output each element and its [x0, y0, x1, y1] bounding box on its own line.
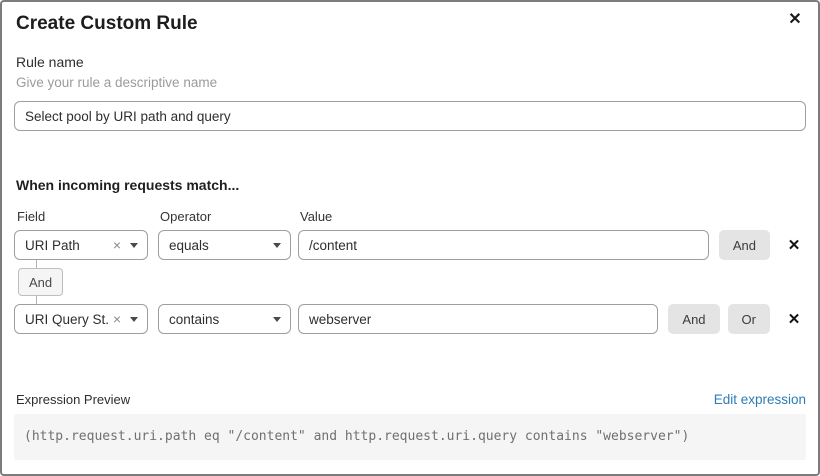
- operator-select-value: equals: [169, 237, 209, 253]
- field-column-label: Field: [17, 209, 46, 224]
- operator-select-value: contains: [169, 311, 220, 327]
- condition-column-labels: Field Operator Value: [14, 209, 806, 225]
- connector-line: [36, 296, 37, 304]
- rule-name-input[interactable]: [14, 101, 806, 131]
- field-select-value: URI Path: [25, 237, 80, 253]
- remove-row-icon[interactable]: ✕: [782, 236, 806, 254]
- dialog-title: Create Custom Rule: [16, 13, 198, 34]
- operator-select[interactable]: contains: [158, 304, 291, 334]
- expression-preview-label: Expression Preview: [16, 392, 131, 407]
- chevron-down-icon: [130, 242, 138, 248]
- edit-expression-link[interactable]: Edit expression: [713, 392, 806, 407]
- value-input[interactable]: [298, 304, 659, 334]
- expression-preview-header: Expression Preview Edit expression: [14, 392, 806, 407]
- value-column-label: Value: [300, 209, 333, 224]
- match-heading: When incoming requests match...: [16, 177, 240, 193]
- chevron-down-icon: [130, 316, 138, 322]
- rule-name-label: Rule name: [16, 54, 84, 70]
- field-select[interactable]: URI Query St... ×: [14, 304, 148, 334]
- condition-row: URI Path × equals And ✕: [14, 230, 806, 260]
- field-select[interactable]: URI Path ×: [14, 230, 148, 260]
- chevron-down-icon: [273, 242, 281, 248]
- condition-connector: And: [14, 260, 806, 304]
- clear-selection-icon[interactable]: ×: [112, 237, 121, 253]
- clear-selection-icon[interactable]: ×: [112, 311, 121, 327]
- field-select-value: URI Query St...: [25, 311, 109, 327]
- operator-column-label: Operator: [160, 209, 212, 224]
- and-connector-badge: And: [18, 268, 64, 296]
- connector-line: [36, 260, 37, 268]
- operator-select[interactable]: equals: [158, 230, 291, 260]
- value-input[interactable]: [298, 230, 709, 260]
- chevron-down-icon: [273, 316, 281, 322]
- close-icon[interactable]: ✕: [784, 8, 806, 30]
- condition-row: URI Query St... × contains And Or ✕: [14, 304, 806, 334]
- expression-preview-code: (http.request.uri.path eq "/content" and…: [14, 414, 806, 460]
- add-or-condition-button[interactable]: Or: [727, 304, 770, 334]
- add-and-condition-button[interactable]: And: [718, 230, 770, 260]
- add-and-condition-button[interactable]: And: [668, 304, 720, 334]
- remove-row-icon[interactable]: ✕: [782, 310, 806, 328]
- rule-name-helper: Give your rule a descriptive name: [16, 75, 218, 90]
